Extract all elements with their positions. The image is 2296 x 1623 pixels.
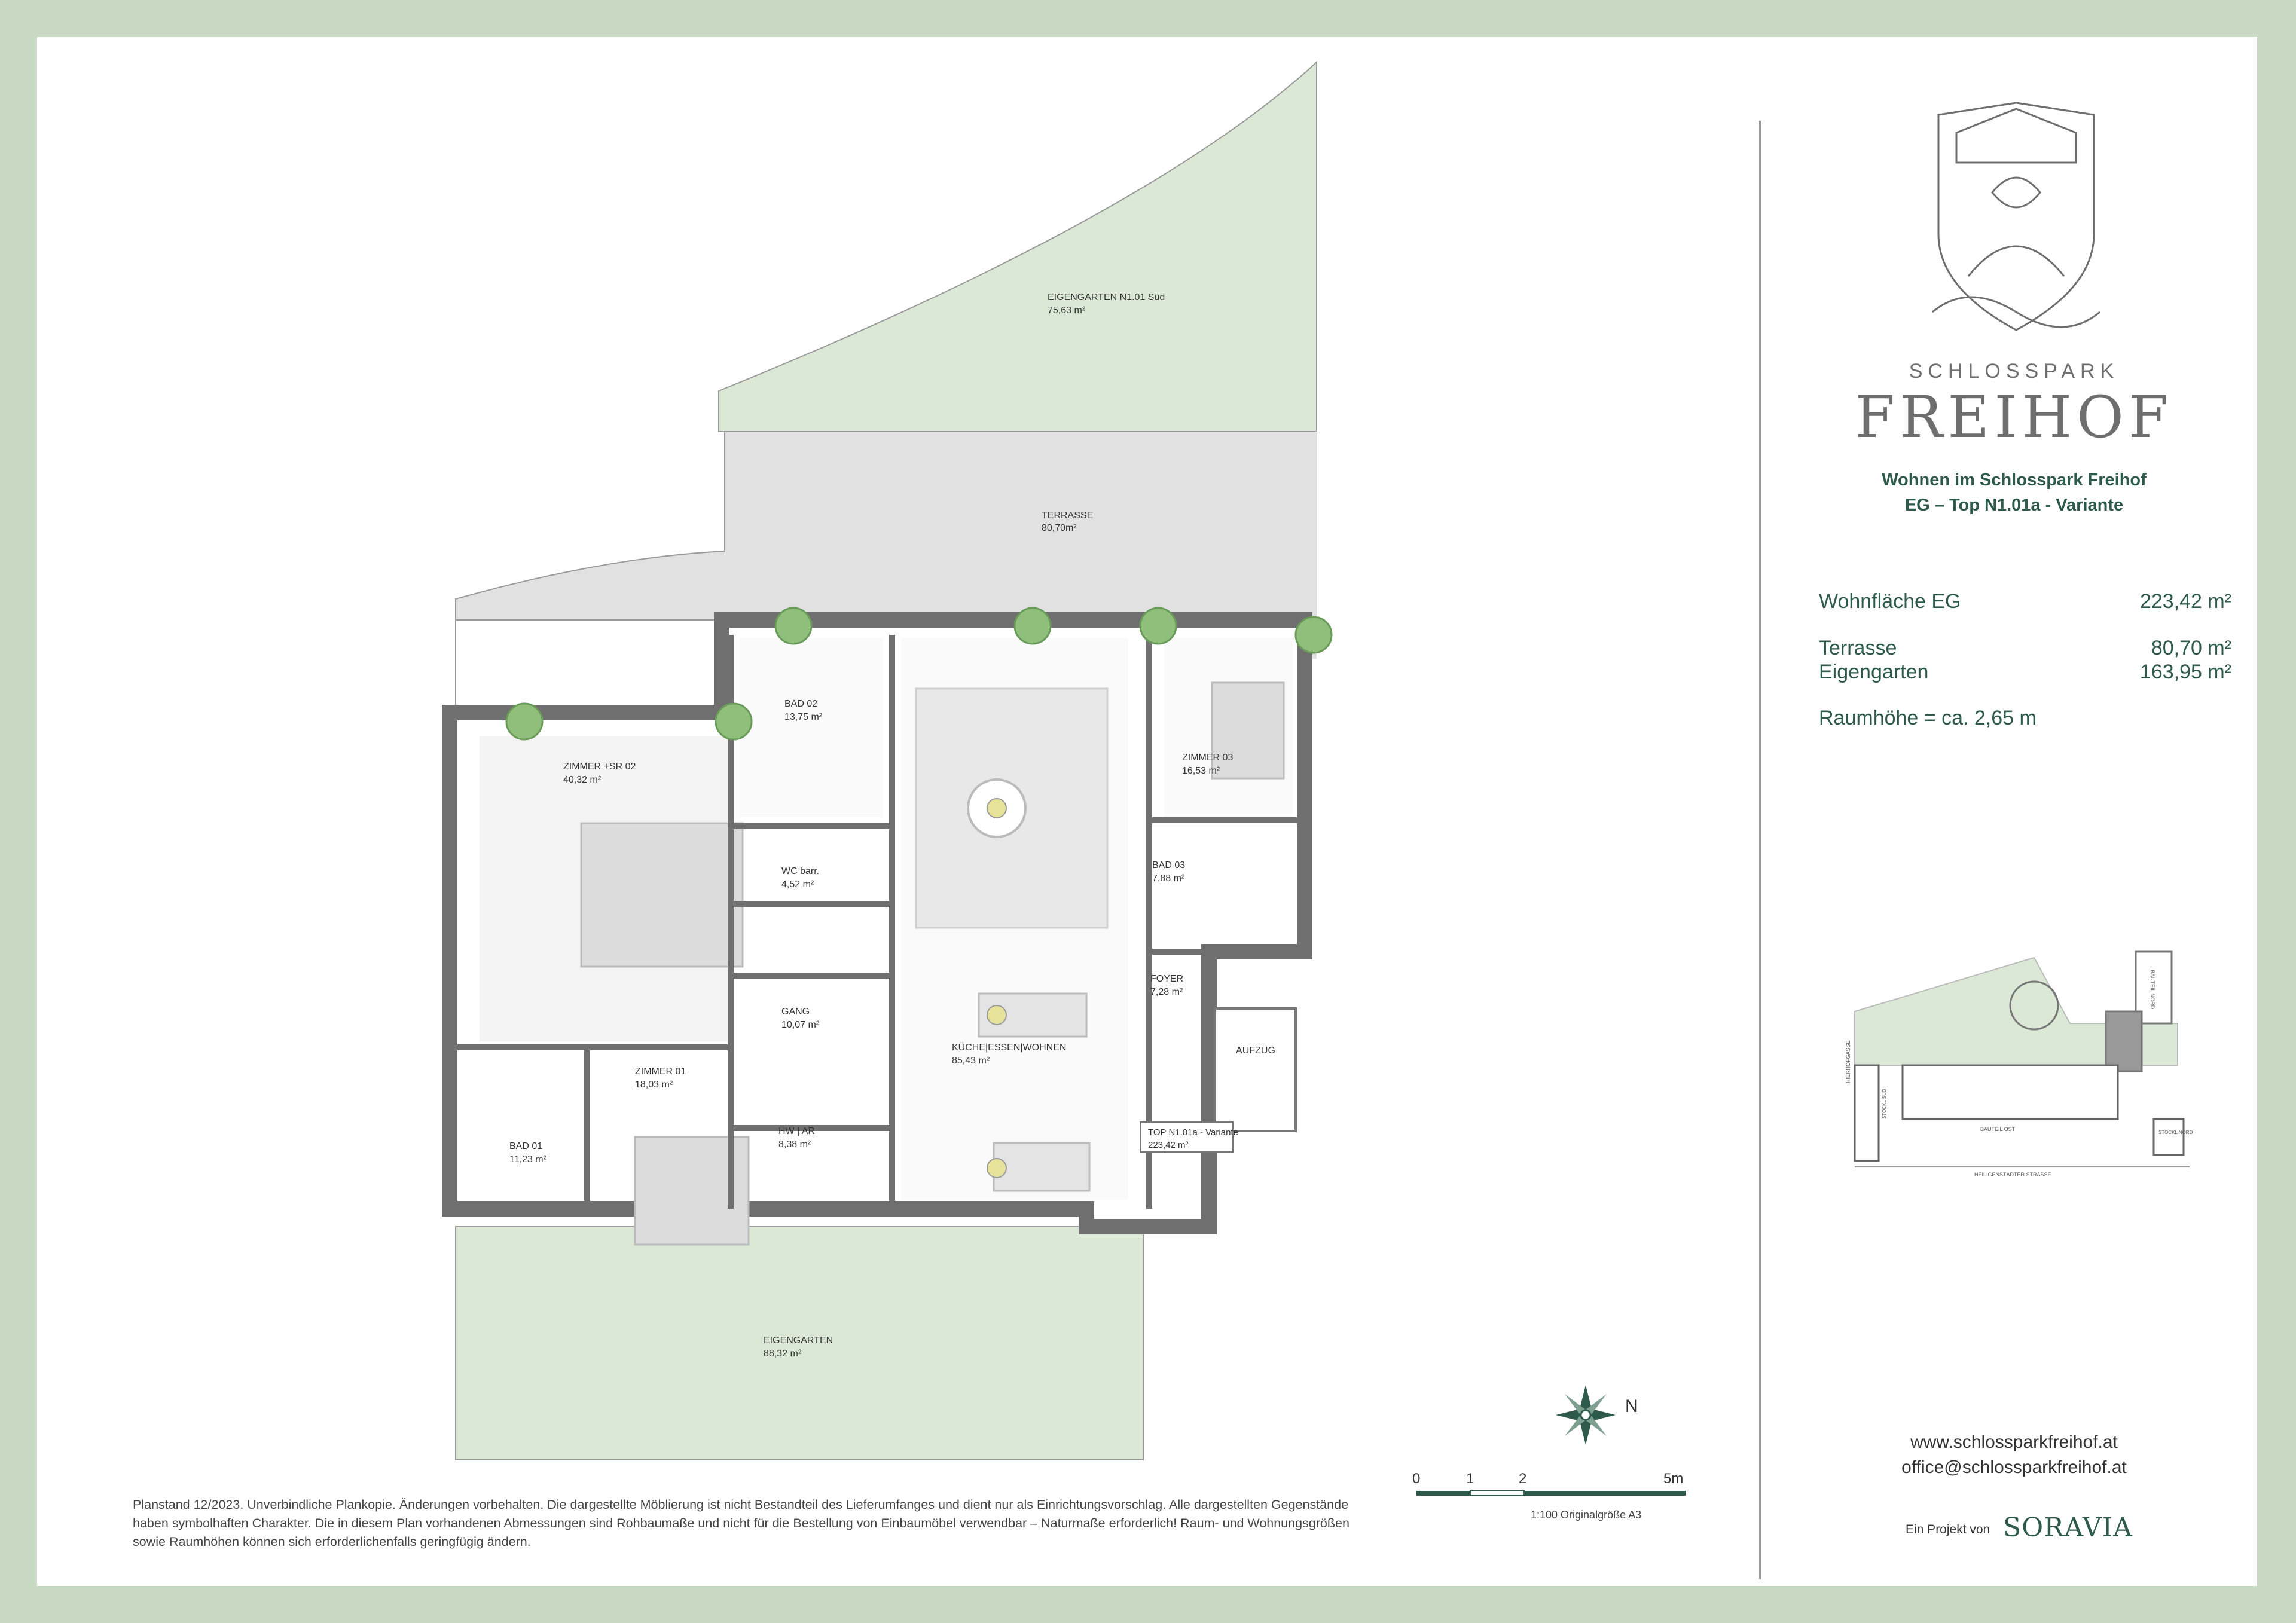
svg-text:BAD 01: BAD 01	[509, 1141, 542, 1151]
svg-text:18,03 m²: 18,03 m²	[635, 1080, 673, 1090]
svg-text:FOYER: FOYER	[1150, 974, 1183, 984]
plan-sheet: AUFZUG TOP N1.01a - Variante 223,42 m² E…	[37, 37, 2257, 1586]
area-value: 163,95 m²	[2139, 661, 2231, 683]
area-value: 223,42 m²	[2139, 590, 2231, 613]
project-title: Wohnen im Schlosspark Freihof EG – Top N…	[1771, 467, 2257, 518]
brand-logo-icon	[1932, 102, 2100, 331]
svg-text:4,52 m²: 4,52 m²	[781, 879, 814, 890]
svg-text:8,38 m²: 8,38 m²	[778, 1139, 811, 1150]
svg-text:EIGENGARTEN: EIGENGARTEN	[764, 1335, 833, 1346]
svg-text:7,28 m²: 7,28 m²	[1150, 987, 1183, 997]
svg-text:HW | AR: HW | AR	[778, 1126, 815, 1136]
svg-text:BAD 03: BAD 03	[1152, 860, 1185, 870]
scale-note: 1:100 Originalgröße A3	[1531, 1509, 1642, 1521]
elevator-shaft	[1214, 1007, 1297, 1132]
floor-plan: AUFZUG TOP N1.01a - Variante 223,42 m² E…	[442, 60, 1686, 1496]
svg-text:16,53 m²: 16,53 m²	[1182, 766, 1220, 776]
developer-logo: SORAVIA	[2003, 1512, 2133, 1543]
svg-text:STOCKL SÜD: STOCKL SÜD	[1882, 1089, 1887, 1119]
svg-text:KÜCHE|ESSEN|WOHNEN: KÜCHE|ESSEN|WOHNEN	[952, 1042, 1066, 1053]
dining-lamp	[987, 1005, 1007, 1025]
scale-tick-2: 2	[1519, 1471, 1527, 1487]
area-value: 80,70 m²	[2151, 637, 2231, 659]
unit-area: 223,42 m²	[1148, 1140, 1189, 1150]
svg-text:ZIMMER 01: ZIMMER 01	[635, 1066, 686, 1077]
room-height: Raumhöhe = ca. 2,65 m	[1819, 707, 2037, 729]
site-plan: HIERHOFGASSE BAUTEIL NORD BAUTEIL OST HE…	[1845, 950, 2193, 1178]
scale-tick-1: 1	[1466, 1471, 1474, 1487]
scale-tick-0: 0	[1412, 1471, 1421, 1487]
svg-text:13,75 m²: 13,75 m²	[784, 712, 823, 722]
room-fill-bad02	[740, 638, 883, 817]
unit-callout	[1140, 1121, 1234, 1153]
contact-block: www.schlossparkfreihof.at office@schloss…	[1771, 1430, 2257, 1480]
area-row-wohnflaeche: Wohnfläche EG 223,42 m²	[1819, 590, 2231, 613]
svg-text:ZIMMER +SR 02: ZIMMER +SR 02	[563, 762, 636, 772]
svg-text:11,23 m²: 11,23 m²	[509, 1154, 547, 1164]
svg-text:80,70m²: 80,70m²	[1042, 523, 1077, 533]
garden-north	[455, 1226, 1144, 1460]
project-title-line1: Wohnen im Schlosspark Freihof	[1882, 470, 2147, 490]
unit-name: TOP N1.01a - Variante	[1148, 1127, 1238, 1138]
bed-zimmer02	[580, 822, 744, 968]
scale-tick-5m: 5m	[1663, 1471, 1684, 1487]
svg-text:GANG: GANG	[781, 1007, 810, 1017]
area-row-eigengarten: Eigengarten 163,95 m²	[1819, 661, 2231, 684]
svg-text:BAD 02: BAD 02	[784, 699, 817, 709]
interior-walls	[450, 635, 1305, 1209]
svg-text:HEILIGENSTÄDTER STRASSE: HEILIGENSTÄDTER STRASSE	[1974, 1172, 2051, 1178]
svg-text:HIERHOFGASSE: HIERHOFGASSE	[1845, 1040, 1851, 1083]
svg-text:ZIMMER 03: ZIMMER 03	[1182, 753, 1233, 763]
kitchen-island	[993, 1142, 1091, 1192]
info-sidebar: SCHLOSSPARK FREIHOF Wohnen im Schlosspar…	[1771, 37, 2257, 1586]
svg-text:WC barr.: WC barr.	[781, 866, 819, 876]
area-label: Eigengarten	[1819, 661, 1929, 683]
compass-rose-icon	[1556, 1385, 1616, 1445]
svg-text:10,07 m²: 10,07 m²	[781, 1020, 820, 1030]
svg-text:BAUTEIL OST: BAUTEIL OST	[1980, 1126, 2016, 1132]
disclaimer-text: Planstand 12/2023. Unverbindliche Planko…	[133, 1497, 1349, 1549]
tree-icons	[505, 607, 1333, 741]
area-label: Wohnfläche EG	[1819, 590, 1961, 613]
email-link[interactable]: office@schlossparkfreihof.at	[1901, 1457, 2127, 1477]
project-by-label: Ein Projekt von	[1906, 1523, 1990, 1536]
svg-text:75,63 m²: 75,63 m²	[1048, 305, 1086, 316]
area-label: Terrasse	[1819, 637, 1897, 659]
island-lamp	[987, 1158, 1007, 1178]
bed-zimmer03	[1211, 681, 1285, 780]
north-label: N	[1625, 1396, 1638, 1416]
sidebar-divider	[1759, 121, 1761, 1579]
garden-south	[718, 60, 1317, 432]
svg-text:88,32 m²: 88,32 m²	[764, 1349, 802, 1359]
project-title-line2: EG – Top N1.01a - Variante	[1904, 496, 2124, 515]
area-row-terrasse: Terrasse 80,70 m²	[1819, 637, 2231, 660]
room-labels: EIGENGARTEN N1.01 Süd 75,63 m² TERRASSE 80…	[509, 292, 1233, 1359]
svg-text:40,32 m²: 40,32 m²	[563, 775, 602, 785]
website-link[interactable]: www.schlossparkfreihof.at	[1910, 1432, 2118, 1452]
scale-bar	[1416, 1490, 1686, 1496]
brand-name-big: FREIHOF	[1855, 384, 2173, 451]
coffee-table-lamp	[987, 798, 1007, 818]
svg-text:85,43 m²: 85,43 m²	[952, 1056, 990, 1066]
svg-text:TERRASSE: TERRASSE	[1042, 511, 1093, 521]
elevator-label: AUFZUG	[1236, 1046, 1275, 1056]
svg-text:EIGENGARTEN N1.01 Süd: EIGENGARTEN N1.01 Süd	[1048, 292, 1165, 302]
svg-text:STOCKL NORD: STOCKL NORD	[2158, 1130, 2193, 1135]
svg-text:7,88 m²: 7,88 m²	[1152, 873, 1185, 884]
svg-text:BAUTEIL NORD: BAUTEIL NORD	[2150, 970, 2155, 1010]
brand-name-small: SCHLOSSPARK	[1909, 360, 2120, 383]
